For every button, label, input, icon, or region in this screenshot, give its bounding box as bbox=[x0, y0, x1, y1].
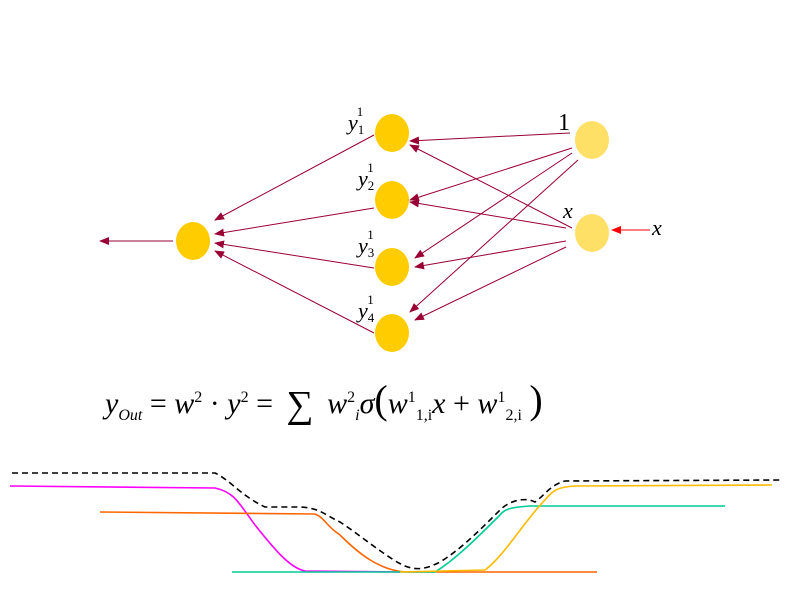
edge-x-h3 bbox=[414, 240, 567, 270]
edge-b-h1 bbox=[409, 132, 571, 145]
curve-cyan bbox=[232, 505, 725, 573]
x-input-node bbox=[575, 214, 609, 252]
curve-magenta bbox=[9, 485, 401, 573]
edge-b-h2 bbox=[409, 147, 573, 202]
curve-orange bbox=[99, 511, 597, 573]
bias-label: 1 bbox=[558, 110, 570, 136]
curve-sum-dashed bbox=[12, 472, 781, 570]
svg-text:y21: y21 bbox=[356, 160, 374, 193]
svg-text:y31: y31 bbox=[356, 227, 374, 260]
hidden-node-4 bbox=[375, 314, 409, 352]
output-node bbox=[176, 222, 210, 260]
hidden-node-2 bbox=[375, 181, 409, 219]
svg-text:y11: y11 bbox=[346, 104, 364, 137]
curves bbox=[9, 472, 781, 573]
hidden-node-1 bbox=[375, 114, 409, 152]
curve-yellow bbox=[399, 484, 773, 573]
x-node-label: x bbox=[562, 198, 573, 223]
edge-b-h3 bbox=[414, 152, 573, 259]
edge-b-h4 bbox=[409, 159, 579, 313]
edge-h4-out bbox=[214, 250, 375, 334]
edge-h2-out bbox=[214, 207, 375, 237]
edge-x-h1 bbox=[409, 144, 573, 229]
edge-h1-out bbox=[214, 134, 375, 221]
edge-x-h4 bbox=[414, 246, 567, 321]
output-formula: yOut = w2 · y2 = ∑ w2iσ(w11,ix + w12,i ) bbox=[105, 377, 543, 426]
bias-input-node bbox=[575, 121, 609, 159]
hidden-labels: y11 y21 y31 y41 bbox=[346, 104, 375, 325]
edge-x-h2 bbox=[409, 199, 567, 229]
edges bbox=[99, 132, 579, 334]
x-input-label: x bbox=[651, 215, 662, 240]
edge-h3-out bbox=[214, 240, 375, 269]
hidden-node-3 bbox=[375, 248, 409, 286]
nodes bbox=[176, 114, 609, 352]
svg-text:y41: y41 bbox=[356, 292, 375, 325]
